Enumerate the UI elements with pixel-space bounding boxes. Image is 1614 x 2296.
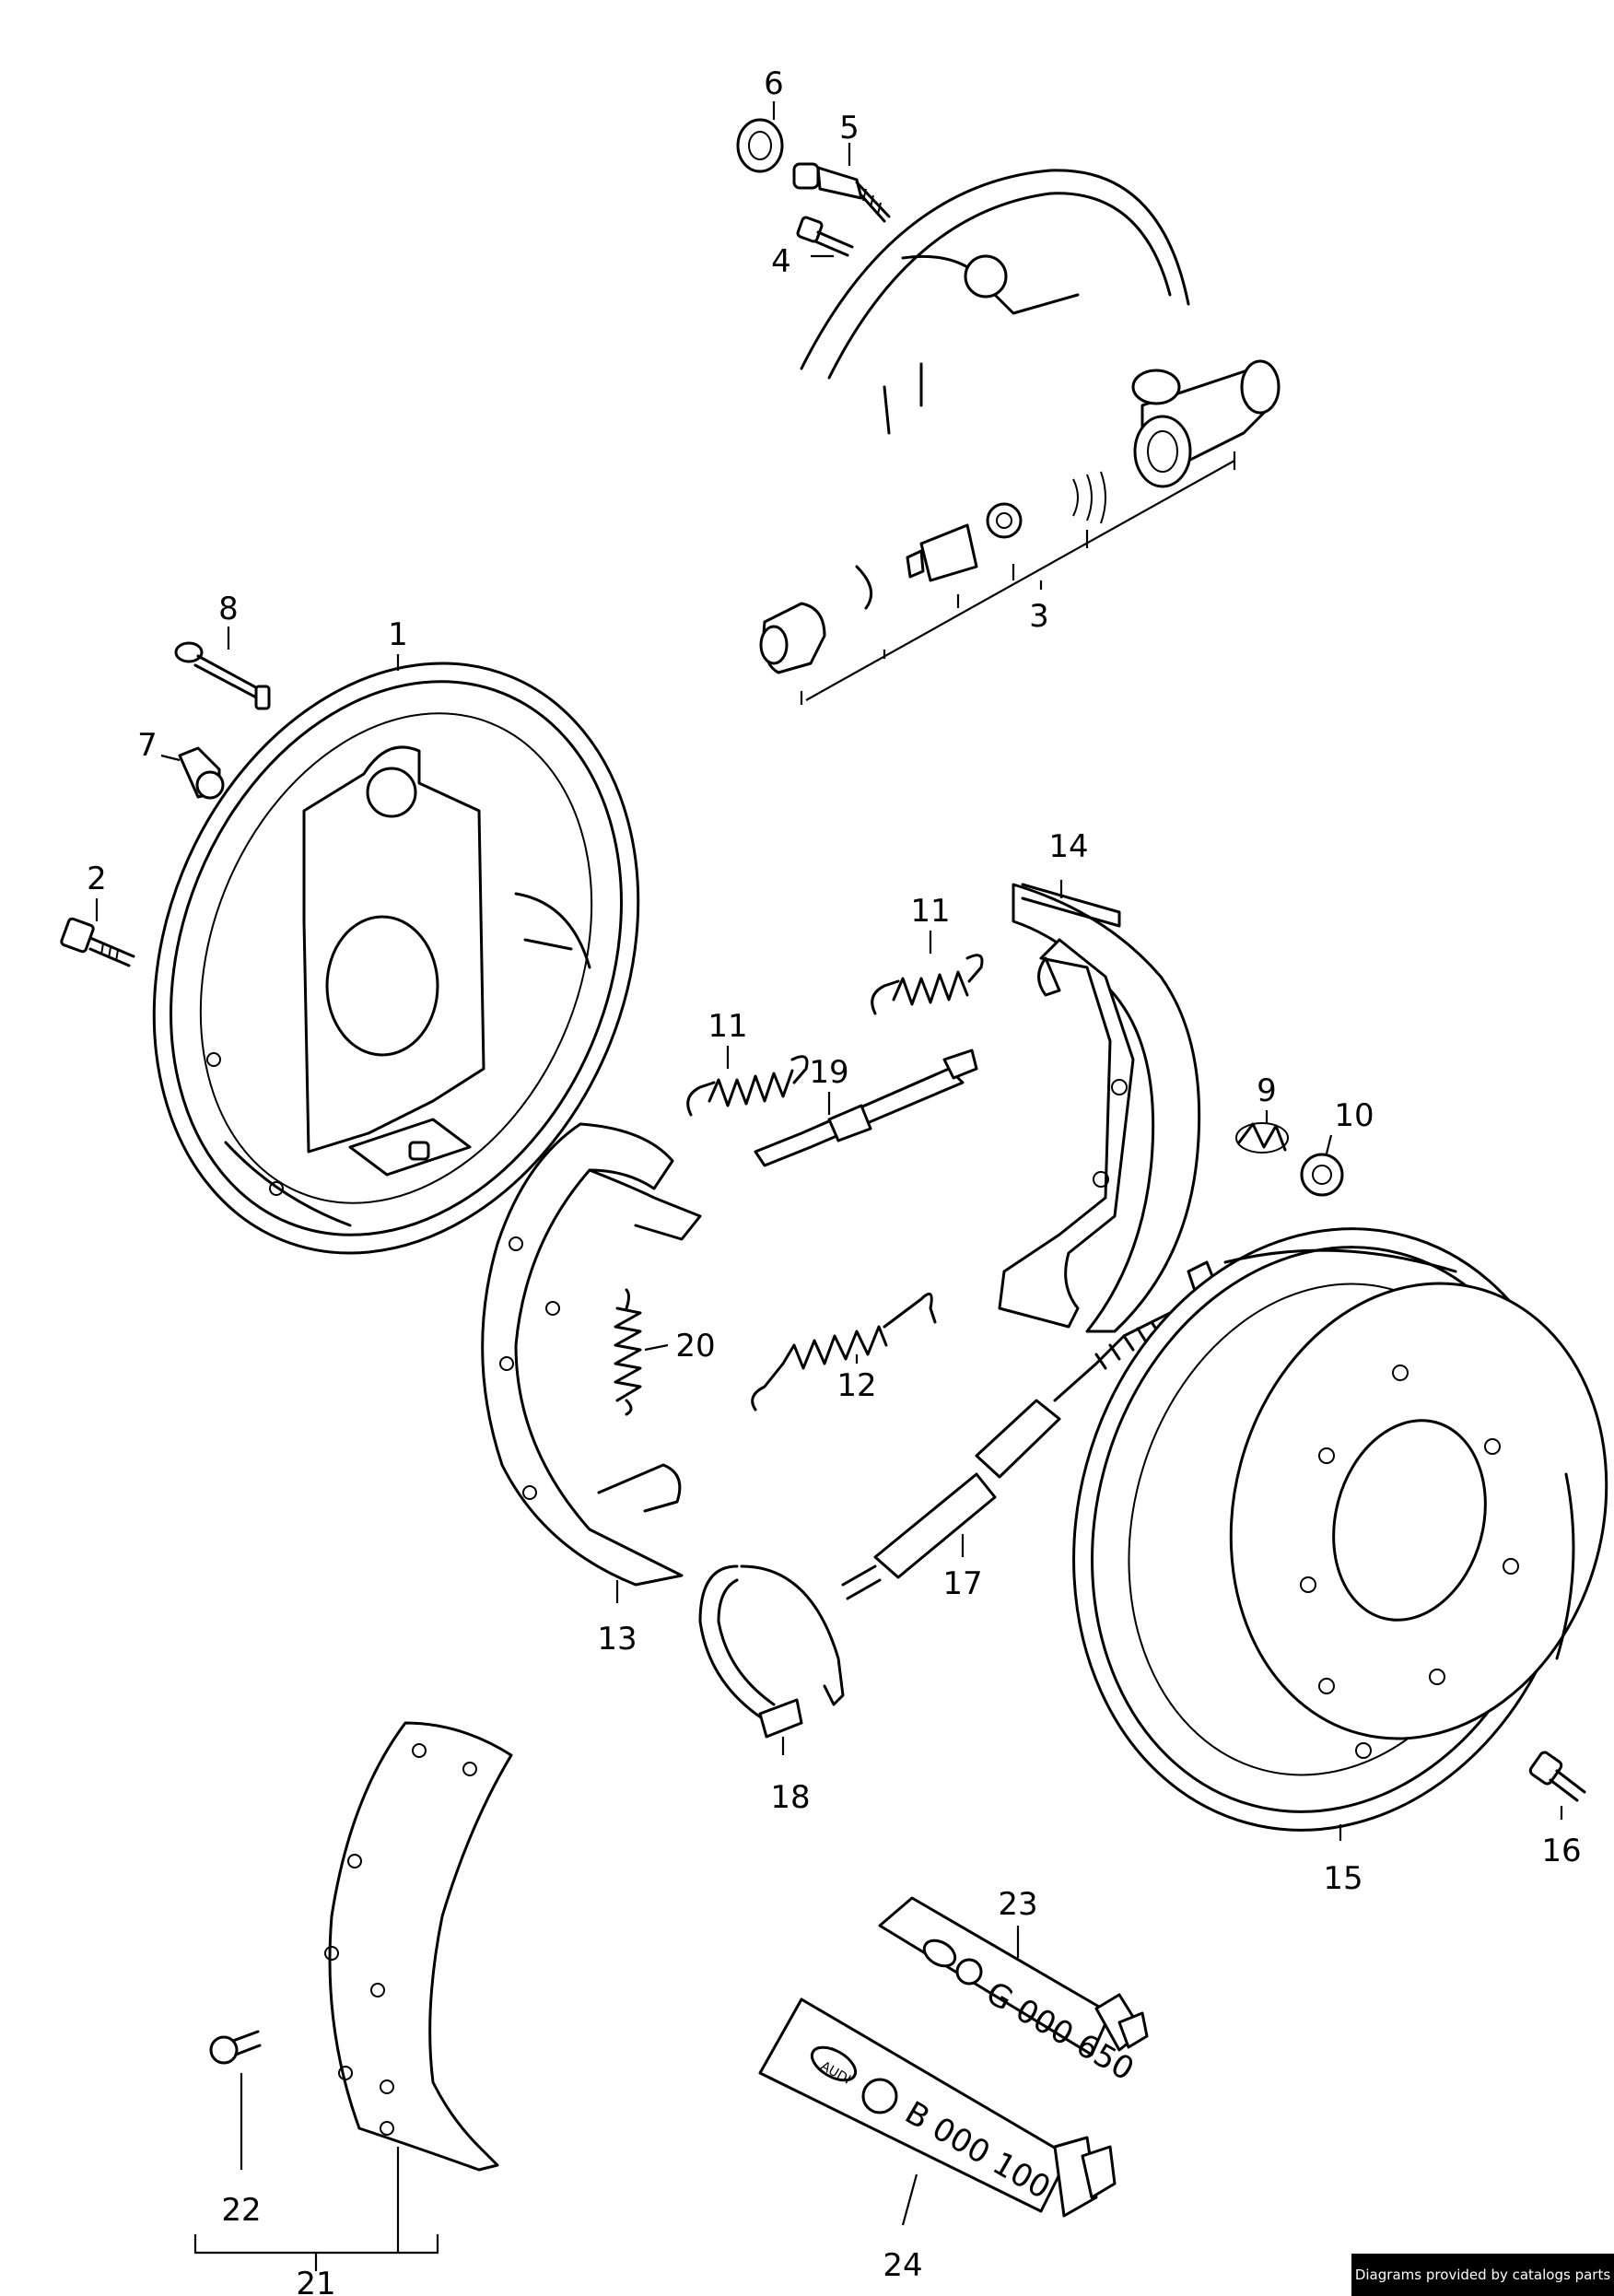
- callout-4: 4: [771, 243, 791, 280]
- backing-plate-drawing: [152, 662, 640, 1255]
- callout-10: 10: [1334, 1097, 1374, 1134]
- callout-2: 2: [87, 861, 107, 897]
- callout-13: 13: [597, 1621, 637, 1658]
- callout-18: 18: [770, 1779, 810, 1816]
- callout-14: 14: [1048, 828, 1088, 865]
- adjuster-19-drawing: [754, 1048, 978, 1167]
- spring-11a-drawing: [686, 1055, 809, 1117]
- bleeder-screw-drawing: [792, 162, 891, 223]
- callout-16: 16: [1541, 1833, 1581, 1869]
- callout-22: 22: [221, 2192, 261, 2229]
- leader-lines: [95, 101, 1563, 2271]
- callout-15: 15: [1323, 1860, 1363, 1897]
- callout-9: 9: [1257, 1072, 1277, 1109]
- bolt-16-drawing: [1528, 1751, 1586, 1802]
- wheel-cylinder-drawing: [759, 359, 1281, 705]
- callout-5: 5: [839, 110, 860, 146]
- callout-23: 23: [998, 1886, 1037, 1923]
- brake-shoe-14-drawing: [998, 883, 1201, 1333]
- callout-21: 21: [296, 2266, 335, 2296]
- callout-1: 1: [388, 616, 408, 653]
- callout-11a: 11: [708, 1008, 747, 1045]
- nut-10-drawing: [1300, 1153, 1344, 1197]
- callout-11b: 11: [910, 893, 950, 930]
- clip-7-drawing: [178, 746, 225, 800]
- brake-drum-drawing: [1072, 1227, 1608, 1832]
- spring-12-drawing: [751, 1292, 937, 1412]
- callout-24: 24: [883, 2247, 922, 2284]
- rivet-22-drawing: [209, 2030, 262, 2065]
- brake-lining-21-drawing: [324, 1721, 513, 2172]
- callout-7: 7: [137, 727, 158, 764]
- bolt-4-drawing: [796, 216, 854, 257]
- clamp-18-drawing: [698, 1564, 845, 1739]
- backing-plate-top-outline: [800, 169, 1190, 435]
- callout-labels: 1 2 3 4 5 6 7 8 9 10 11 11 12 13 14 15 1…: [87, 65, 1581, 2296]
- bolt-2-drawing: [60, 917, 135, 967]
- callout-17: 17: [942, 1565, 982, 1602]
- callout-3: 3: [1029, 598, 1049, 635]
- callout-6: 6: [764, 65, 784, 102]
- spring-20-drawing: [614, 1288, 642, 1416]
- spring-11b-drawing: [871, 954, 984, 1015]
- callout-12: 12: [836, 1367, 876, 1404]
- dust-cap-6-drawing: [736, 118, 784, 173]
- pin-8-drawing: [174, 641, 271, 710]
- callout-8: 8: [218, 591, 239, 627]
- brake-cable-17-drawing: [841, 1260, 1218, 1600]
- brake-shoe-13-drawing: [481, 1122, 702, 1587]
- grease-tube-23-drawing: G 000 650: [878, 1896, 1149, 2089]
- spring-9-drawing: [1235, 1122, 1289, 1154]
- callout-20: 20: [675, 1328, 715, 1365]
- footer-credit-badge: Diagrams provided by catalogs parts: [1351, 2254, 1614, 2296]
- callout-19: 19: [809, 1054, 848, 1091]
